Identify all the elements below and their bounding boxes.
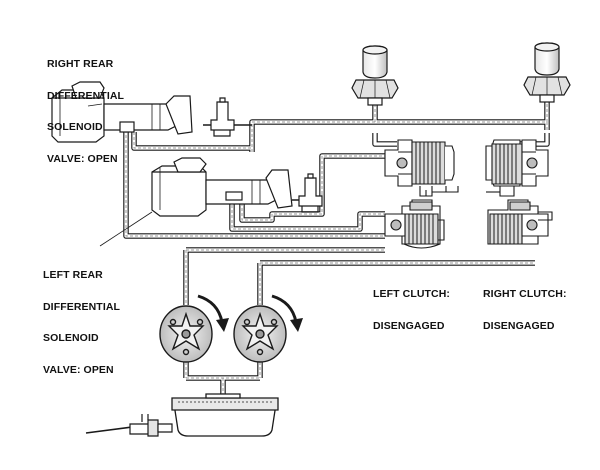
left-oil-pump bbox=[159, 305, 213, 363]
pump-rotation-arrows bbox=[197, 294, 303, 332]
right-clutch-label: RIGHT CLUTCH: DISENGAGED bbox=[483, 268, 567, 342]
callout-leader-lines bbox=[87, 103, 153, 247]
left-clutch-upper-pack bbox=[384, 139, 459, 197]
label-line: DIFFERENTIAL bbox=[43, 300, 121, 313]
left-clutch-label: LEFT CLUTCH: DISENGAGED bbox=[373, 268, 450, 342]
label-line: LEFT REAR bbox=[43, 269, 103, 281]
oil-temperature-sensor bbox=[85, 414, 173, 437]
label-line: LEFT CLUTCH: bbox=[373, 288, 451, 300]
label-line: SOLENOID bbox=[47, 121, 103, 133]
left-rear-valve-label: LEFT REAR DIFFERENTIAL SOLENOID VALVE: O… bbox=[43, 249, 120, 386]
label-line: VALVE: OPEN bbox=[47, 152, 118, 165]
right-clutch-lower-pack bbox=[487, 199, 553, 245]
label-line: DISENGAGED bbox=[483, 319, 555, 332]
right-rear-valve-label: RIGHT REAR DIFFERENTIAL SOLENOID VALVE: … bbox=[47, 38, 124, 175]
left-rear-solenoid-valve bbox=[151, 157, 323, 217]
right-oil-pump bbox=[233, 305, 287, 363]
left-pressure-sensor bbox=[351, 45, 399, 106]
right-rear-solenoid-valve bbox=[51, 81, 252, 143]
label-line: RIGHT CLUTCH: bbox=[483, 288, 567, 300]
label-line: VALVE: OPEN bbox=[43, 363, 114, 376]
right-clutch-upper-pack bbox=[485, 139, 549, 197]
label-line: DIFFERENTIAL bbox=[47, 89, 125, 102]
label-line: RIGHT REAR bbox=[47, 58, 114, 70]
fluid-reservoir bbox=[171, 393, 279, 437]
label-line: SOLENOID bbox=[43, 332, 99, 344]
right-pressure-sensor bbox=[523, 42, 571, 103]
left-clutch-lower-pack bbox=[384, 199, 445, 249]
label-line: DISENGAGED bbox=[373, 319, 445, 332]
